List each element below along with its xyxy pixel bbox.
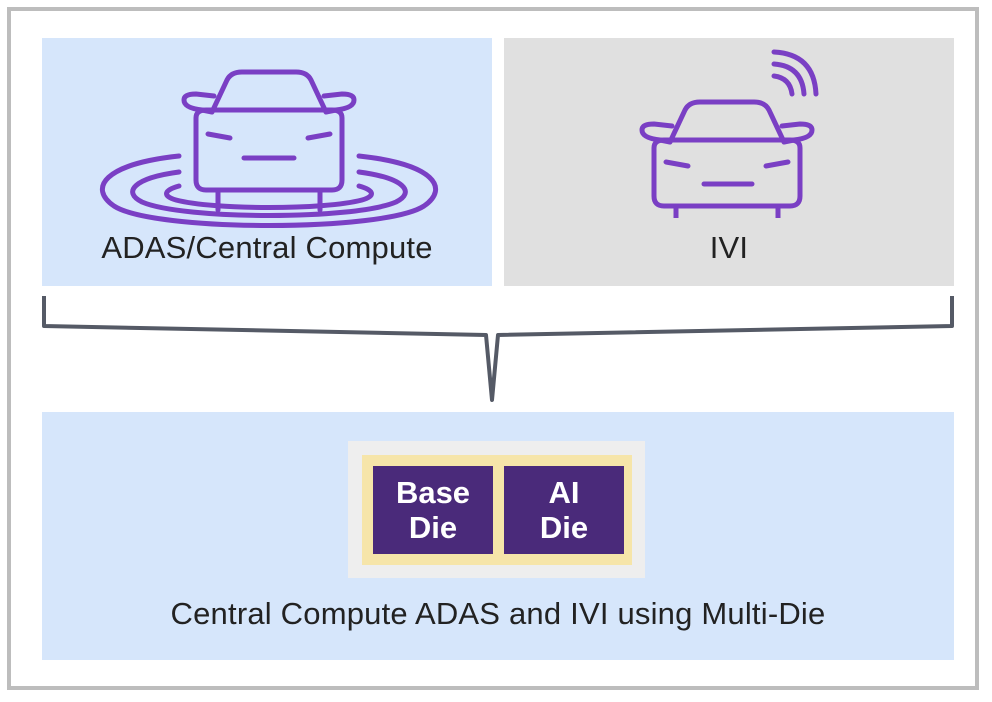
car-with-wireless-signal-icon [639, 49, 819, 218]
ivi-label: IVI [709, 230, 749, 265]
ivi-panel: IVI [504, 38, 954, 286]
base-die: Base Die [373, 466, 493, 554]
ai-die-line2: Die [539, 510, 589, 545]
base-die-line1: Base [395, 475, 471, 510]
multi-die-label: Central Compute ADAS and IVI using Multi… [170, 596, 826, 631]
base-die-line2: Die [408, 510, 458, 545]
adas-label: ADAS/Central Compute [101, 230, 433, 265]
car-with-sensor-rings-icon [100, 69, 438, 228]
ai-die-line1: AI [548, 475, 580, 510]
adas-panel: ADAS/Central Compute [42, 38, 492, 286]
ai-die: AI Die [504, 466, 624, 554]
